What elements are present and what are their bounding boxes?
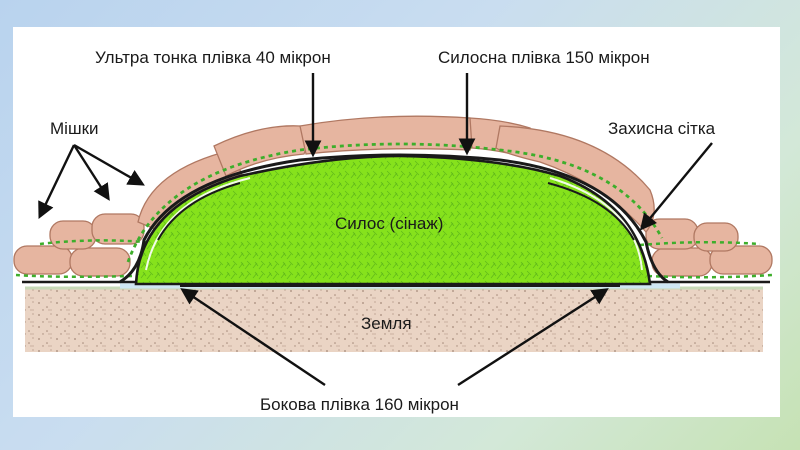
protective-net — [126, 142, 664, 263]
label-protective-net: Захисна сітка — [608, 119, 716, 138]
bags-left — [13, 213, 145, 277]
bags-right — [645, 218, 773, 277]
label-ultra-thin-film: Ультра тонка плівка 40 мікрон — [95, 48, 331, 67]
label-silage-film: Силосна плівка 150 мікрон — [438, 48, 650, 67]
arrow-bags-2 — [72, 144, 110, 201]
label-silage: Силос (сінаж) — [335, 214, 443, 233]
arrow-side-film-left — [180, 288, 326, 386]
arrow-protective-net — [639, 142, 713, 231]
label-ground: Земля — [361, 314, 412, 333]
ultra-thin-film — [145, 177, 643, 271]
arrow-bags-1 — [38, 144, 76, 220]
label-bags: Мішки — [50, 119, 99, 138]
silage-mound — [134, 154, 652, 286]
arrow-bags-3 — [73, 143, 145, 186]
ground-layer — [25, 288, 763, 352]
arrow-side-film-right — [457, 288, 609, 387]
label-side-film: Бокова плівка 160 мікрон — [260, 395, 459, 414]
